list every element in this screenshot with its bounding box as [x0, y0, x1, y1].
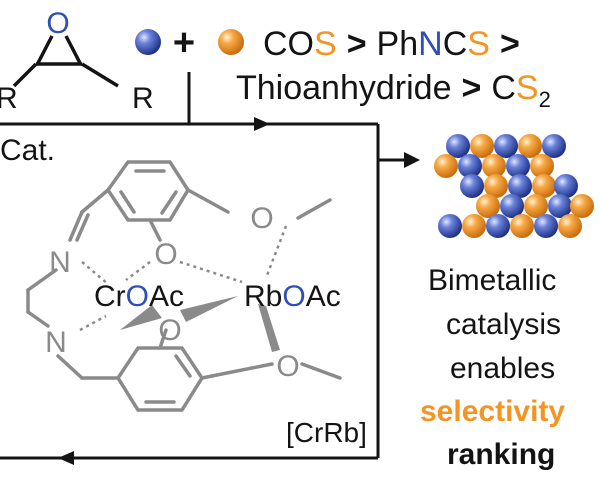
- arrow-head-product: [404, 152, 420, 168]
- oxygen-bottom: O: [158, 314, 181, 347]
- phenolate-bond-bottom: [158, 328, 168, 350]
- methoxy-bond-top: [186, 188, 230, 214]
- ring-inner-bond: [119, 190, 136, 214]
- rubidium-acetate: RbOAc: [244, 280, 341, 313]
- result-line-2: catalysis: [446, 308, 561, 341]
- plus-sign: +: [173, 22, 195, 64]
- cr-symbol: Cr: [94, 280, 126, 313]
- chromium-acetate: CrOAc: [94, 280, 184, 313]
- ring-inner-bond: [174, 354, 192, 378]
- polymer-orange-sphere-icon: [524, 194, 548, 218]
- polymer-orange-sphere-icon: [532, 174, 556, 198]
- polymer-blue-sphere-icon: [548, 194, 572, 218]
- polymer-chain: [434, 134, 594, 238]
- arrow-head-bottom: [58, 451, 74, 465]
- polymer-blue-sphere-icon: [438, 214, 462, 238]
- polymer-blue-sphere-icon: [554, 174, 578, 198]
- polymer-orange-sphere-icon: [462, 214, 486, 238]
- polymer-orange-sphere-icon: [482, 154, 506, 178]
- gt-1: >: [347, 25, 367, 63]
- oxygen-methoxy-top: O: [250, 202, 273, 235]
- polymer-orange-sphere-icon: [570, 194, 594, 218]
- cs2-sub: 2: [539, 87, 551, 112]
- cr-oxygen: O: [126, 280, 149, 313]
- polymer-orange-sphere-icon: [530, 154, 554, 178]
- nitrogen-top: N: [49, 246, 71, 279]
- wedge-bond: [258, 304, 280, 352]
- methoxy-bond-top: [296, 198, 332, 220]
- polymer-blue-sphere-icon: [508, 174, 532, 198]
- orange-sphere-icon: [218, 29, 244, 55]
- epoxide-bond: [81, 62, 119, 88]
- phenolate-bond-top: [148, 218, 162, 242]
- rb-acetate: Ac: [306, 280, 341, 313]
- ethylene-bridge: [26, 268, 58, 292]
- imine-bond-top: [68, 210, 84, 242]
- epoxide-bond: [12, 62, 38, 88]
- epoxide-bond: [36, 35, 54, 64]
- gt-3: >: [461, 69, 481, 107]
- methoxy-bond-bottom: [200, 362, 274, 380]
- blue-sphere-icon: [135, 29, 161, 55]
- imine-bond-bottom: [56, 354, 84, 380]
- cs2-s: S: [516, 69, 539, 107]
- polymer-orange-sphere-icon: [470, 134, 494, 158]
- rb-symbol: Rb: [244, 280, 282, 313]
- phncs-s: S: [467, 25, 490, 63]
- polymer-orange-sphere-icon: [476, 194, 500, 218]
- polymer-orange-sphere-icon: [510, 214, 534, 238]
- polymer-orange-sphere-icon: [518, 134, 542, 158]
- epoxide-oxygen: O: [46, 7, 69, 40]
- ethylene-bridge: [26, 310, 50, 328]
- polymer-blue-sphere-icon: [460, 174, 484, 198]
- cr-acetate: Ac: [149, 280, 184, 313]
- result-line-4: selectivity: [420, 395, 565, 428]
- result-line-5: ranking: [447, 438, 555, 471]
- result-line-1: Bimetallic: [428, 264, 556, 297]
- polymer-blue-sphere-icon: [500, 194, 524, 218]
- wedge-bond: [180, 296, 238, 322]
- cs2-c: C: [491, 69, 516, 107]
- phncs-c: C: [443, 25, 468, 63]
- ring-inner-bond: [160, 190, 178, 215]
- selectivity-row-2: Thioanhydride > CS2: [236, 69, 551, 112]
- polymer-blue-sphere-icon: [486, 214, 510, 238]
- reaction-flow: [0, 72, 408, 460]
- epoxide-r-right: R: [132, 82, 154, 115]
- catalyst-structure: [26, 160, 342, 412]
- polymer-blue-sphere-icon: [458, 154, 482, 178]
- phncs-ph: Ph: [377, 25, 419, 63]
- selectivity-row-1: COS>PhNCS>: [263, 25, 520, 63]
- thioanhydride: Thioanhydride: [236, 69, 451, 107]
- methoxy-bond-bottom: [300, 362, 342, 380]
- coordination-bonds: [79, 225, 288, 332]
- catalyst-name: [CrRb]: [286, 417, 367, 448]
- imine-bond-top: [75, 213, 90, 242]
- epoxide-structure: O R R: [0, 7, 154, 115]
- cos-c: CO: [263, 25, 314, 63]
- phncs-n: N: [418, 25, 443, 63]
- polymer-orange-sphere-icon: [484, 174, 508, 198]
- polymer-orange-sphere-icon: [558, 214, 582, 238]
- polymer-blue-sphere-icon: [446, 134, 470, 158]
- polymer-orange-sphere-icon: [434, 154, 458, 178]
- polymer-blue-sphere-icon: [534, 214, 558, 238]
- epoxide-bond: [64, 35, 82, 64]
- imine-bond-top: [80, 188, 110, 214]
- polymer-blue-sphere-icon: [506, 154, 530, 178]
- catalyst-label: Cat.: [0, 134, 55, 167]
- result-line-3: enables: [450, 352, 555, 385]
- oxygen-top: O: [154, 238, 177, 271]
- arrow-head-top: [254, 117, 270, 131]
- polymer-blue-sphere-icon: [494, 134, 518, 158]
- rb-oxygen: O: [282, 280, 305, 313]
- polymer-blue-sphere-icon: [542, 134, 566, 158]
- nitrogen-bottom: N: [45, 326, 67, 359]
- epoxide-r-left: R: [0, 82, 18, 115]
- gt-2: >: [500, 25, 520, 63]
- oxygen-methoxy-bottom: O: [276, 350, 299, 383]
- wedge-bond: [120, 305, 162, 330]
- cos-s: S: [314, 25, 337, 63]
